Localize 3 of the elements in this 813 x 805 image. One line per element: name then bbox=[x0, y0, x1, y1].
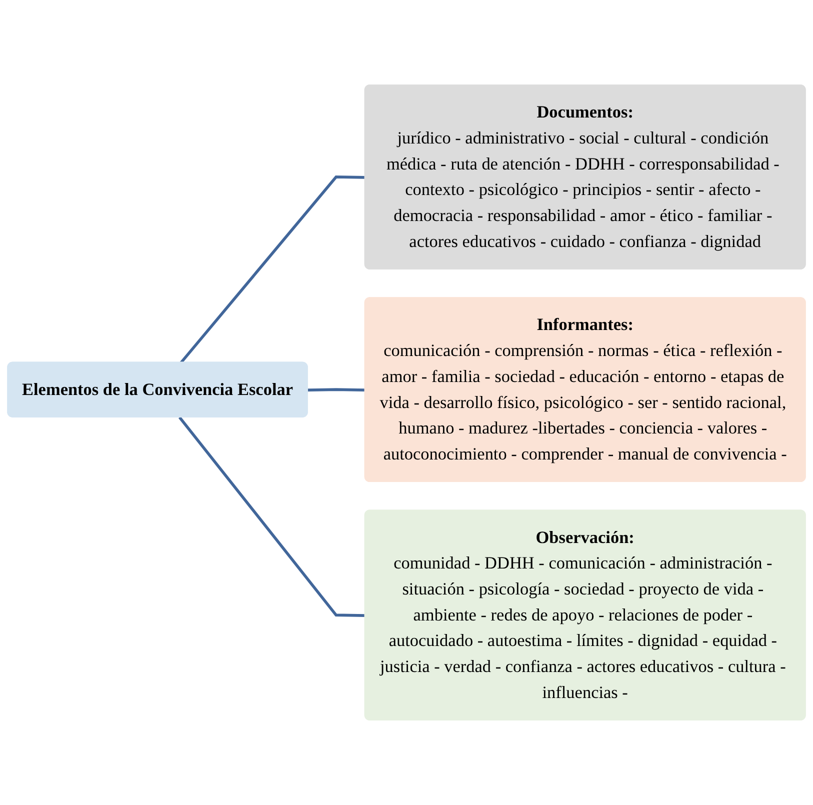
connector bbox=[180, 176, 366, 364]
connector bbox=[178, 416, 366, 617]
connector bbox=[308, 388, 366, 392]
